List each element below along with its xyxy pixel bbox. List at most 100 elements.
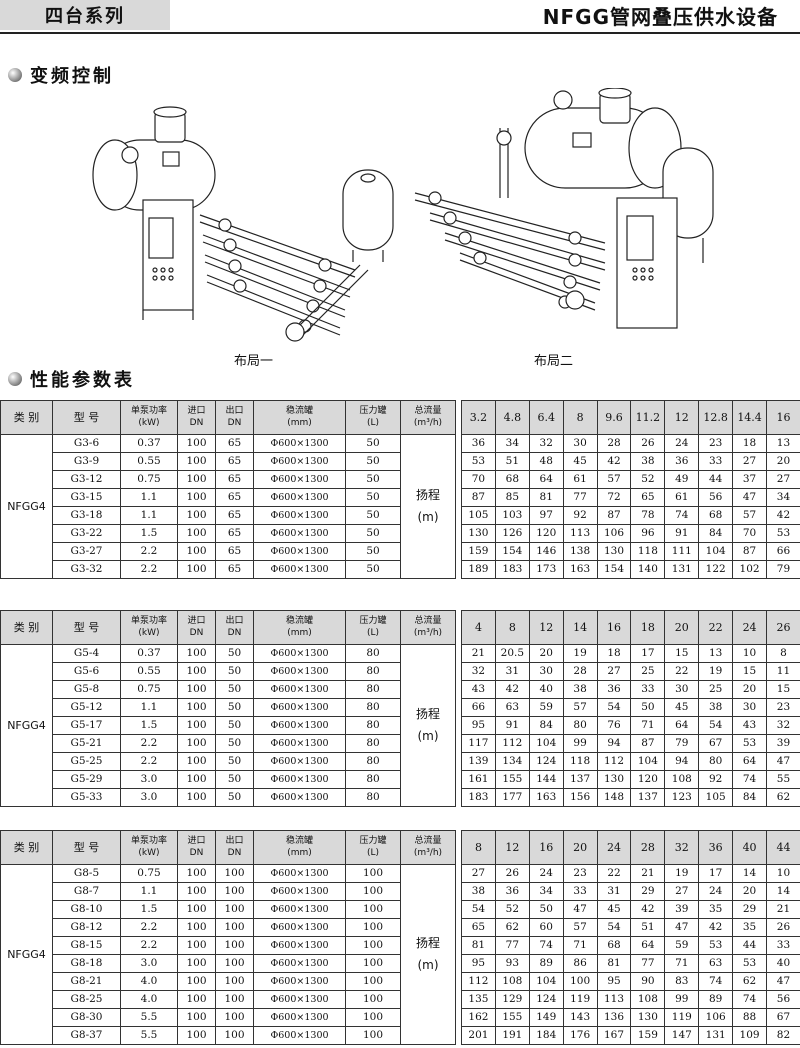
head-value-cell: 77 (494, 936, 530, 955)
ptank-cell: 100 (345, 900, 401, 919)
power-cell: 0.37 (120, 644, 178, 663)
inlet-cell: 100 (177, 542, 216, 561)
head-value-cell: 36 (494, 882, 530, 901)
head-value-cell: 85 (494, 488, 530, 507)
header-ptank-unit: (L) (366, 847, 380, 858)
head-value-cell: 87 (596, 506, 632, 525)
head-value-cell: 124 (528, 752, 564, 771)
head-value-cell: 57 (596, 470, 632, 489)
lift-unit: (m) (417, 509, 439, 524)
head-value-cell: 64 (528, 470, 564, 489)
head-value-cell: 34 (766, 488, 800, 507)
inlet-cell: 100 (177, 770, 216, 789)
head-value-cell: 130 (596, 542, 632, 561)
head-value-cell: 139 (461, 752, 496, 771)
head-value-cell: 99 (664, 990, 700, 1009)
head-value-cell: 47 (766, 752, 800, 771)
head-value-cell: 38 (562, 680, 598, 699)
header-ptank-label: 压力罐 (359, 406, 387, 417)
head-value-cell: 27 (461, 864, 496, 883)
head-value-cell: 57 (562, 918, 598, 937)
head-value-cell: 67 (698, 734, 734, 753)
head-value-cell: 48 (528, 452, 564, 471)
header-flow-label: 总流量 (414, 836, 442, 847)
inlet-cell: 100 (177, 662, 216, 681)
header-model: 型 号 (52, 610, 121, 645)
header-flow-unit: (m³/h) (413, 417, 443, 428)
flow-header: 28 (630, 830, 666, 865)
head-value-cell: 66 (766, 542, 800, 561)
head-value-cell: 22 (596, 864, 632, 883)
head-value-cell: 183 (494, 560, 530, 579)
head-value-cell: 62 (766, 788, 800, 807)
head-value-cell: 87 (732, 542, 768, 561)
head-value-cell: 123 (664, 788, 700, 807)
head-value-cell: 53 (732, 954, 768, 973)
flow-header: 44 (766, 830, 800, 865)
flow-header: 4.8 (494, 400, 530, 435)
head-value-cell: 13 (698, 644, 734, 663)
head-value-cell: 24 (528, 864, 564, 883)
tank-cell: Φ600×1300 (253, 524, 346, 543)
head-value-cell: 20.5 (494, 644, 530, 663)
head-value-cell: 140 (630, 560, 666, 579)
tank-cell: Φ600×1300 (253, 644, 346, 663)
head-value-cell: 50 (630, 698, 666, 717)
power-cell: 1.5 (120, 716, 178, 735)
head-value-cell: 25 (630, 662, 666, 681)
head-value-cell: 70 (732, 524, 768, 543)
head-value-cell: 56 (698, 488, 734, 507)
header-ptank: 压力罐(L) (345, 400, 401, 435)
outlet-cell: 50 (215, 734, 254, 753)
head-value-cell: 120 (528, 524, 564, 543)
head-value-cell: 53 (461, 452, 496, 471)
head-value-cell: 74 (528, 936, 564, 955)
flow-header: 8 (562, 400, 598, 435)
head-value-cell: 32 (766, 716, 800, 735)
head-value-cell: 23 (562, 864, 598, 883)
header-power-unit: (kW) (138, 417, 160, 428)
column-gap (455, 610, 462, 645)
category-cell: NFGG4 (0, 434, 53, 579)
lift-label: 扬程 (415, 487, 440, 502)
head-value-cell: 53 (698, 936, 734, 955)
head-value-cell: 120 (630, 770, 666, 789)
head-value-cell: 108 (664, 770, 700, 789)
model-cell: G8-25 (52, 990, 121, 1009)
power-cell: 2.2 (120, 542, 178, 561)
power-cell: 1.5 (120, 524, 178, 543)
head-value-cell: 62 (494, 918, 530, 937)
head-value-cell: 80 (698, 752, 734, 771)
header-power-unit: (kW) (138, 847, 160, 858)
head-value-cell: 119 (562, 990, 598, 1009)
section-table: 性能参数表 (8, 366, 135, 392)
tank-cell: Φ600×1300 (253, 680, 346, 699)
model-cell: G8-12 (52, 918, 121, 937)
head-value-cell: 167 (596, 1026, 632, 1045)
head-value-cell: 131 (698, 1026, 734, 1045)
head-value-cell: 71 (630, 716, 666, 735)
head-value-cell: 149 (528, 1008, 564, 1027)
head-value-cell: 118 (562, 752, 598, 771)
head-value-cell: 163 (528, 788, 564, 807)
header-outlet-unit: DN (227, 627, 242, 638)
head-value-cell: 56 (766, 990, 800, 1009)
head-value-cell: 20 (766, 452, 800, 471)
head-value-cell: 95 (461, 954, 496, 973)
flow-header: 8 (494, 610, 530, 645)
ptank-cell: 50 (345, 560, 401, 579)
tank-cell: Φ600×1300 (253, 918, 346, 937)
flow-header: 11.2 (630, 400, 666, 435)
outlet-cell: 50 (215, 662, 254, 681)
flow-header: 12.8 (698, 400, 734, 435)
header-power-unit: (kW) (138, 627, 160, 638)
head-value-cell: 21 (766, 900, 800, 919)
head-value-cell: 99 (562, 734, 598, 753)
series-label: 四台系列 (0, 0, 170, 30)
ptank-cell: 50 (345, 434, 401, 453)
